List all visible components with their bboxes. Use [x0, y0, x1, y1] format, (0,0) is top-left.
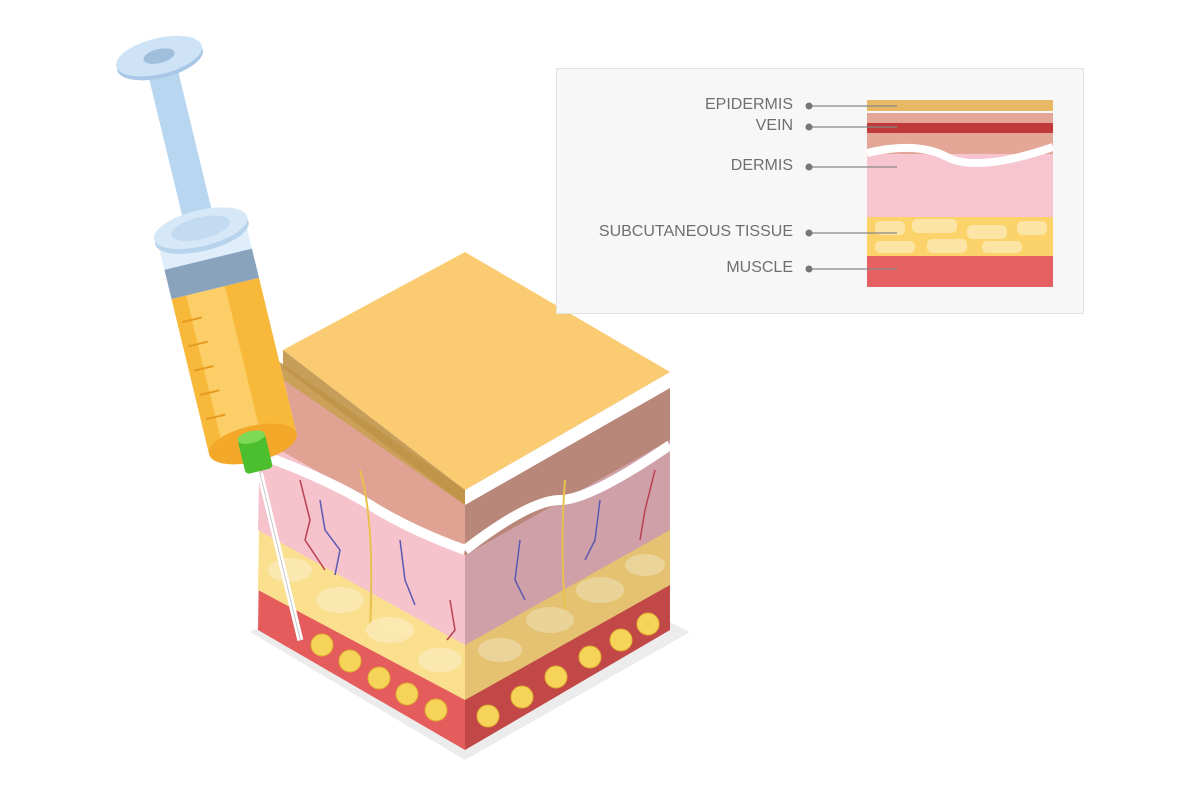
- cube-left-face: [258, 350, 467, 750]
- layer-legend-panel: EPIDERMIS VEIN DERMIS SUBCUTANEOUS TISSU…: [556, 68, 1084, 314]
- cube-right-face: [461, 372, 673, 750]
- layer-cross-section: [805, 100, 1055, 287]
- label-epidermis: EPIDERMIS: [704, 96, 793, 113]
- label-dermis: DERMIS: [730, 157, 793, 174]
- cube-top-face: [283, 252, 670, 490]
- label-vein: VEIN: [755, 117, 793, 134]
- label-subcutaneous-tissue: SUBCUTANEOUS TISSUE: [598, 223, 793, 240]
- muscle-fibers: [310, 612, 660, 728]
- cube-epidermis-edge: [283, 350, 465, 505]
- label-muscle: MUSCLE: [726, 259, 793, 276]
- syringe: [116, 35, 304, 641]
- needle-hub: [238, 434, 273, 474]
